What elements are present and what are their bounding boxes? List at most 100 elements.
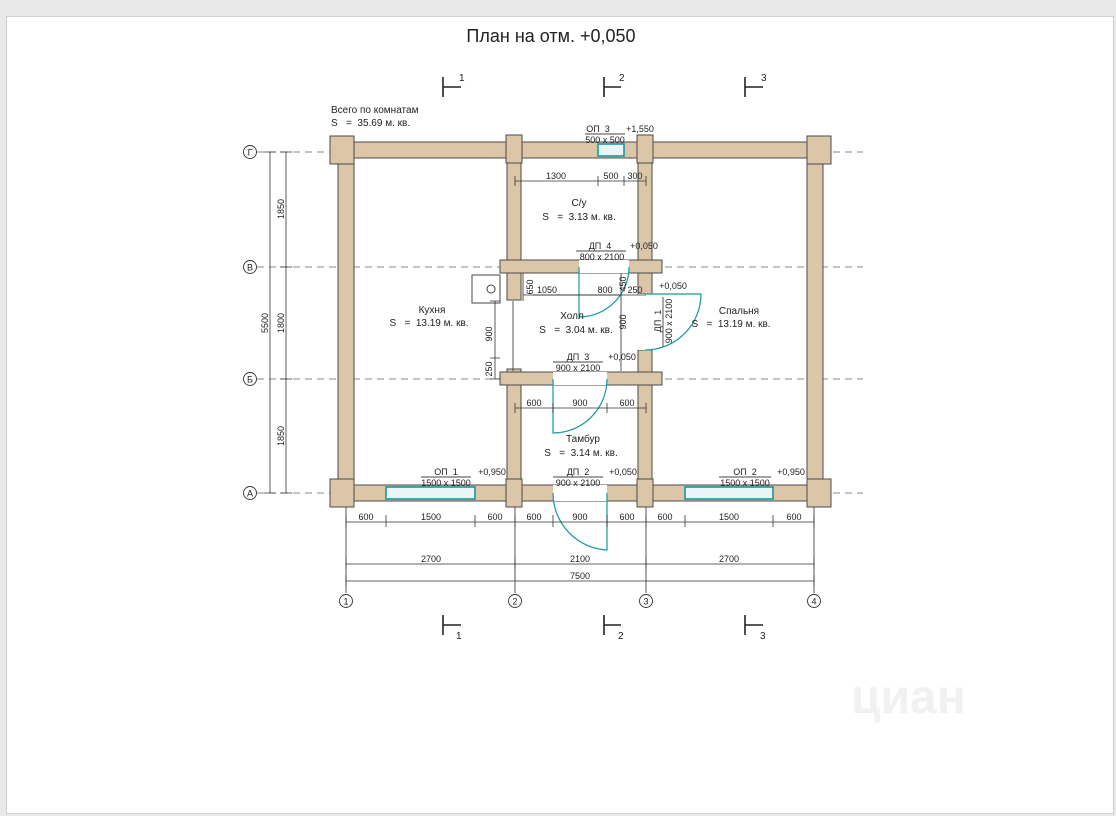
svg-text:1500: 1500 [719,512,739,522]
axis-bubble-col-3: 3 [639,594,653,608]
section-label: 3 [760,631,766,642]
door-dp4 [578,260,630,318]
opening-dp4-label: ДП_4 800 x 2100 +0,050 [576,241,658,262]
svg-text:+1,550: +1,550 [626,124,654,134]
svg-text:ОП_3: ОП_3 [586,124,609,134]
room-name-kitchen: Кухня [419,305,446,316]
dimension-chain-bathroom: 1300 500 300 [514,171,647,186]
axis-bubble-col-1: 1 [339,594,353,608]
section-label: 1 [456,631,462,642]
window-op1 [385,486,476,500]
svg-text:1500: 1500 [421,512,441,522]
axis-bubble-row-b: Б [243,372,257,386]
dimension-chain-hall: 1050 800 250 450 650 900 250 900 [484,276,646,380]
dimension-chain-tambur: 600 900 600 [514,398,647,413]
svg-text:250: 250 [627,285,642,295]
section-marker-3-top: 3 [744,73,767,97]
svg-text:300: 300 [627,171,642,181]
svg-text:500 x 500: 500 x 500 [585,135,625,145]
svg-text:600: 600 [786,512,801,522]
svg-text:ДП_3: ДП_3 [567,352,590,362]
dimension-total-bottom: 7500 [345,571,815,586]
room-name-bathroom: С/у [572,198,587,209]
svg-text:7500: 7500 [570,571,590,581]
opening-dp2-label: ДП_2 900 x 2100 +0,050 [553,467,637,488]
svg-text:600: 600 [619,512,634,522]
dimension-total-left: 5500 [260,151,276,494]
svg-text:1850: 1850 [276,199,286,219]
door-dp1 [638,293,702,351]
svg-text:+0,050: +0,050 [630,241,658,251]
drawing-sheet: План на отм. +0,050 1 2 3 1 2 3 Всего по… [6,16,1114,814]
watermark-text: циан [851,671,966,724]
svg-text:650: 650 [525,279,535,294]
door-dp3 [552,372,608,434]
total-area-value: S = 35.69 м. кв. [331,118,410,129]
svg-text:600: 600 [526,398,541,408]
svg-text:900: 900 [618,314,628,329]
opening-op2-label: ОП_2 1500 x 1500 +0,950 [719,467,805,488]
svg-text:1850: 1850 [276,426,286,446]
room-name-tambur: Тамбур [566,433,600,445]
svg-text:450: 450 [618,276,628,291]
svg-text:900 x 2100: 900 x 2100 [556,363,601,373]
svg-text:600: 600 [487,512,502,522]
svg-text:2700: 2700 [421,554,441,564]
axis-bubble-col-4: 4 [807,594,821,608]
axis-bubble-row-g: Г [243,145,257,159]
svg-text:1300: 1300 [546,171,566,181]
svg-text:800 x 2100: 800 x 2100 [580,252,625,262]
svg-text:+0,950: +0,950 [777,467,805,477]
section-marker-2-bottom: 2 [603,615,624,642]
section-label: 2 [618,631,624,642]
room-area-tambur: S = 3.14 м. кв. [544,448,618,459]
window-op2 [684,486,774,500]
svg-text:ДП_4: ДП_4 [589,241,612,251]
axis-bubble-row-v: В [243,260,257,274]
room-area-bathroom: S = 3.13 м. кв. [542,212,616,223]
room-name-hall: Холл [560,311,584,322]
svg-text:900: 900 [572,398,587,408]
svg-text:1050: 1050 [537,285,557,295]
stove-icon [471,274,501,304]
axis-label: В [247,263,253,273]
svg-text:800: 800 [597,285,612,295]
svg-text:900 x 2100: 900 x 2100 [664,299,674,344]
svg-text:2100: 2100 [570,554,590,564]
window-op3 [597,143,625,157]
section-label: 3 [761,73,767,84]
svg-text:600: 600 [526,512,541,522]
svg-text:900: 900 [484,326,494,341]
room-name-bedroom: Спальня [719,306,759,317]
svg-text:600: 600 [358,512,373,522]
axis-label: 1 [343,597,348,607]
svg-text:1500 x 1500: 1500 x 1500 [720,478,770,488]
axis-label: 2 [512,597,517,607]
door-dp2 [552,485,608,551]
opening-dp1-label: +0,050 ДП_1 900 x 2100 [653,281,687,347]
svg-text:1800: 1800 [276,313,286,333]
axis-label: А [247,489,253,499]
dimension-chain-left: 1850 1800 1850 [276,151,292,494]
room-area-bedroom: S = 13.19 м. кв. [691,319,770,330]
svg-text:+0,050: +0,050 [609,467,637,477]
svg-text:2700: 2700 [719,554,739,564]
dimension-chain-bottom-2: 2700 2100 2700 [345,554,815,569]
section-marker-2-top: 2 [603,73,625,97]
section-marker-3-bottom: 3 [744,615,766,642]
room-area-hall: S = 3.04 м. кв. [539,325,613,336]
svg-text:+0,950: +0,950 [478,467,506,477]
svg-text:+0,050: +0,050 [659,281,687,291]
axis-bubble-col-2: 2 [508,594,522,608]
svg-text:ДП_2: ДП_2 [567,467,590,477]
svg-text:5500: 5500 [260,313,270,333]
svg-text:ДП_1: ДП_1 [653,310,663,333]
axis-label: Г [248,148,253,158]
svg-text:250: 250 [484,361,494,376]
section-label: 1 [459,73,465,84]
axis-label: 4 [811,597,816,607]
svg-text:ОП_1: ОП_1 [434,467,457,477]
plan-title: План на отм. +0,050 [466,26,635,46]
svg-text:600: 600 [657,512,672,522]
opening-dp3-label: ДП_3 900 x 2100 +0,050 [553,352,636,373]
